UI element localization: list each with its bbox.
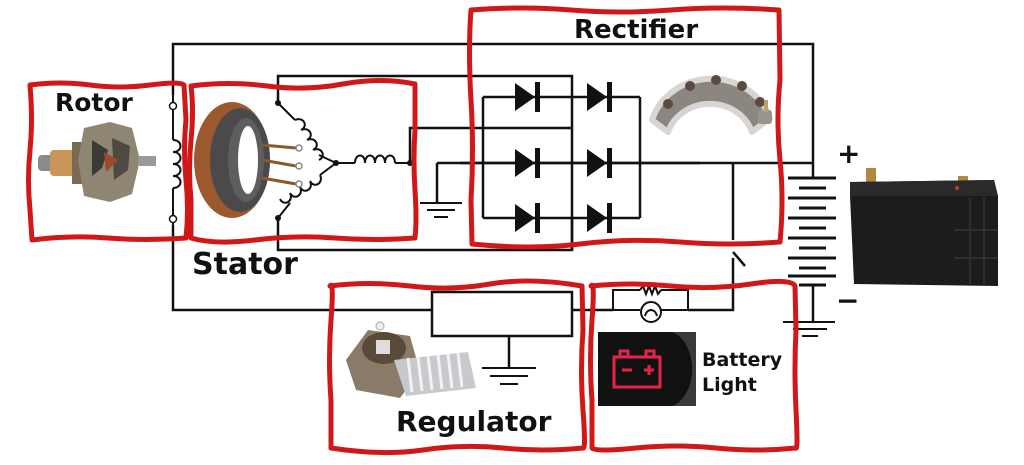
regulator-highlight-box (327, 278, 587, 456)
rectifier-ground-wire (435, 161, 483, 203)
diode-3 (515, 148, 540, 178)
battery-light-highlight-box (588, 278, 800, 453)
battery-illustration (850, 168, 998, 286)
ground-symbol-stator (420, 202, 462, 218)
diode-bridge (515, 82, 612, 233)
regulator-label: Regulator (396, 405, 552, 438)
resistor-symbol (639, 283, 662, 297)
rotor-field-wire (171, 225, 432, 312)
regulator-symbol (430, 290, 574, 338)
rectifier-highlight-box (467, 5, 785, 250)
battery-positive-sign: + (837, 137, 861, 170)
diode-1 (515, 82, 540, 112)
ignition-switch (732, 251, 746, 267)
battery-light-label-line1: Battery (702, 349, 783, 371)
regulator-illustration (346, 321, 476, 398)
stator-highlight-box (187, 78, 419, 245)
diode-2 (587, 82, 612, 112)
rotor-highlight-box (26, 80, 190, 243)
stator-phase-b-wire (408, 126, 572, 163)
warning-lamp-circuit (612, 283, 689, 323)
rotor-coil-symbol (168, 95, 182, 232)
ground-symbol-regulator (482, 336, 536, 385)
stator-label: Stator (192, 247, 298, 282)
ground-symbol-battery (783, 321, 835, 337)
battery-negative-sign: − (836, 284, 860, 317)
rotor-illustration (38, 122, 156, 202)
stator-illustration (194, 102, 303, 218)
diode-5 (515, 203, 540, 233)
diode-4 (587, 148, 612, 178)
diode-6 (587, 203, 612, 233)
lamp-symbol (640, 301, 662, 323)
top-main-wire (171, 42, 815, 163)
lamp-switch-wire (688, 258, 735, 312)
rectifier-label: Rectifier (574, 15, 699, 45)
battery-warning-light (598, 332, 696, 406)
stator-winding-symbol (275, 100, 413, 221)
battery-light-label-line2: Light (702, 374, 757, 396)
wiring (171, 42, 815, 322)
rotor-label: Rotor (55, 88, 133, 117)
battery-cell-symbol (788, 176, 836, 287)
rectifier-illustration (649, 75, 773, 135)
battery-warning-icon (612, 349, 662, 389)
